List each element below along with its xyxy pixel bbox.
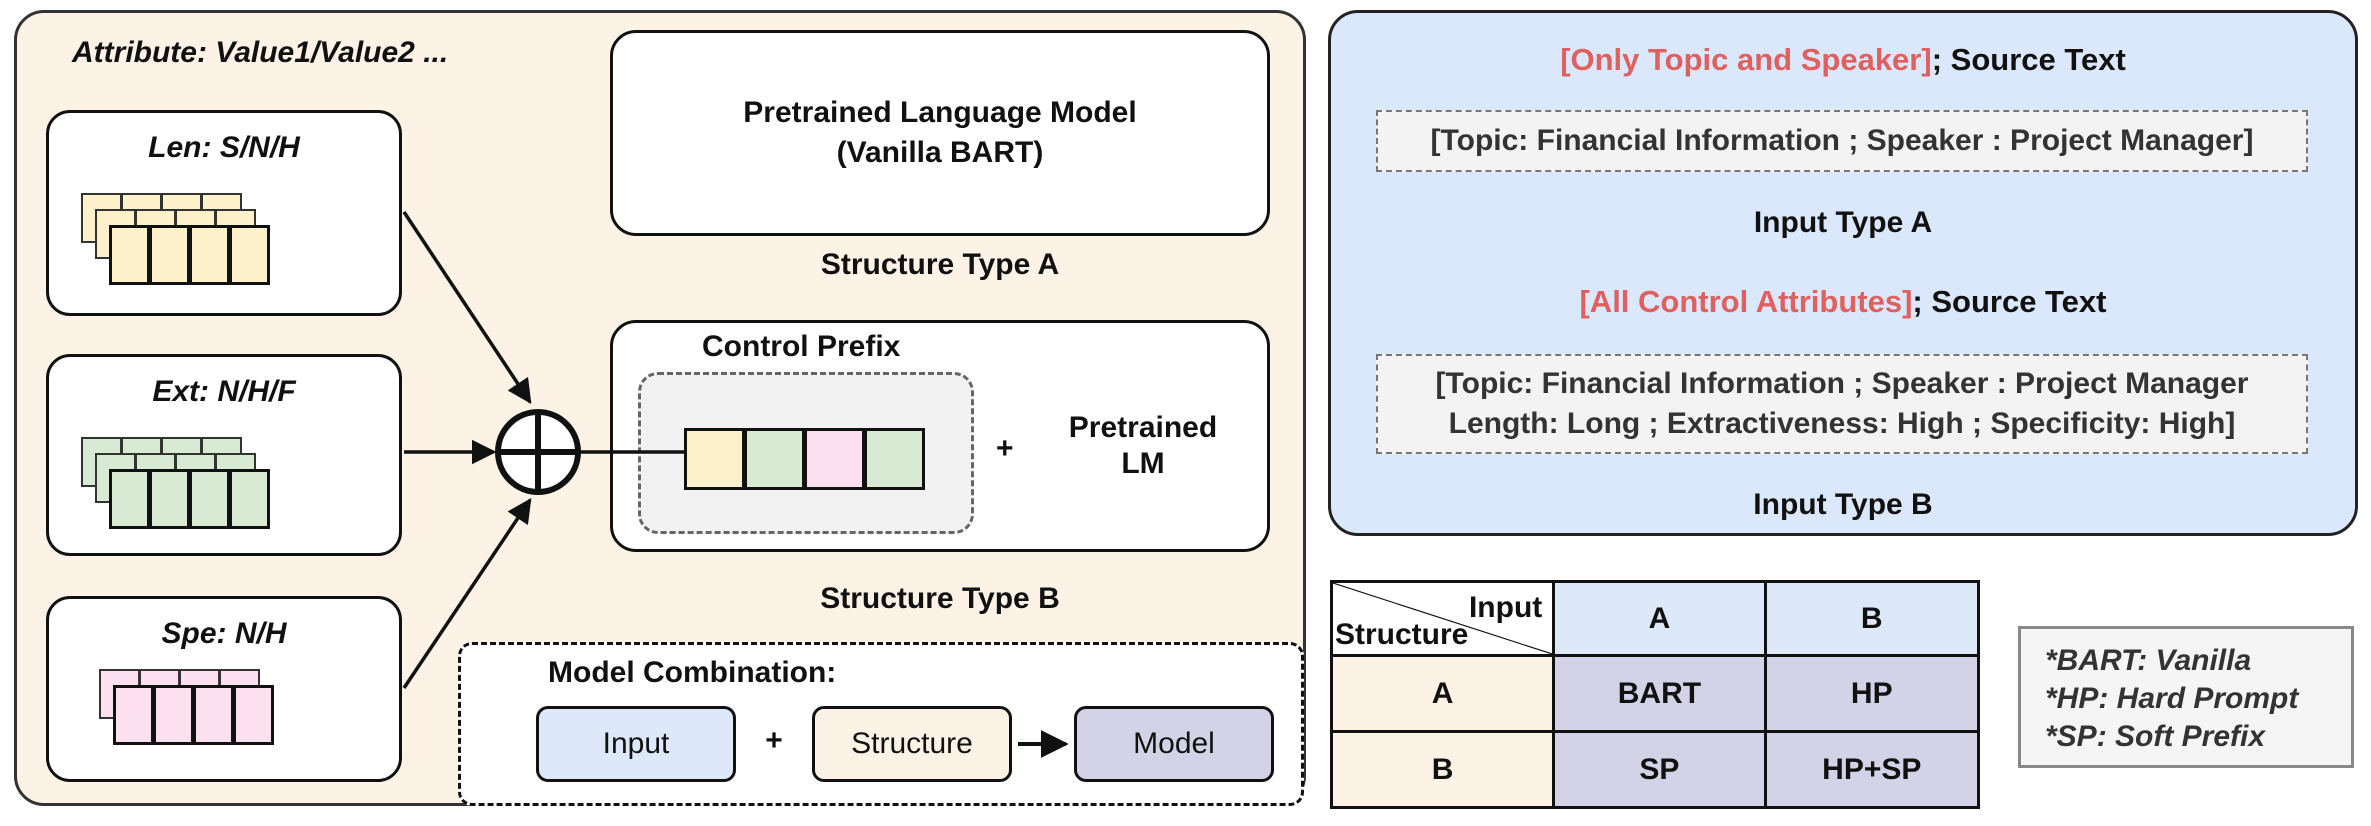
control-prefix-embedding [684,428,926,490]
plm-a-line1: Pretrained Language Model [743,96,1137,129]
input-a-heading: [Only Topic and Speaker]; Source Text [1328,42,2358,78]
embedding-cell [233,685,274,745]
embedding-cell [109,225,150,285]
table-cell: BART [1552,654,1767,733]
model-combination-table: Input Structure A B A BART HP B SP HP+SP [1329,580,1981,809]
specificity-embedding-stack [49,599,399,779]
table-row: A BART HP [1329,654,1981,733]
input-a-example: [Topic: Financial Information ; Speaker … [1376,110,2308,172]
control-prefix-label: Control Prefix [702,330,901,363]
plm-a-line2: (Vanilla BART) [836,136,1044,169]
attribute-header: Attribute: Value1/Value2 ... [72,36,449,69]
structure-type-a-label: Structure Type A [820,248,1060,281]
legend-item: *HP: Hard Prompt [2045,682,2299,715]
embedding-cell [189,225,230,285]
length-embedding-stack [49,113,399,313]
input-a-heading-highlight: [Only Topic and Speaker] [1560,42,1932,77]
input-b-example-line1: [Topic: Financial Information ; Speaker … [1435,367,2249,400]
attribute-box-specificity: Spe: N/H [46,596,402,782]
plm-b-line1: Pretrained [1068,411,1218,444]
table-corner-cell: Input Structure [1329,580,1556,657]
combination-plus: + [765,724,783,757]
legend-item: *SP: Soft Prefix [2045,720,2266,753]
attribute-label-specificity: Spe: N/H [161,617,287,650]
plus-sign-b: + [996,432,1014,465]
embedding-cell [149,225,190,285]
embedding-cell [149,469,190,529]
corner-input-label: Input [1468,591,1543,624]
structure-type-b-label: Structure Type B [820,582,1060,615]
prefix-cell [864,428,925,490]
extractiveness-embedding-stack [49,357,399,553]
table-header-row: Input Structure A B [1329,580,1981,657]
input-b-heading: [All Control Attributes]; Source Text [1328,284,2358,320]
model-legend-chip: Model [1074,706,1274,782]
embedding-cell [193,685,234,745]
input-type-a-label: Input Type A [1753,206,1933,239]
embedding-cell [109,469,150,529]
plm-b-line2: LM [1121,447,1165,480]
abbreviation-legend: *BART: Vanilla *HP: Hard Prompt *SP: Sof… [2018,626,2354,768]
embedding-cell [229,225,270,285]
attribute-box-length: Len: S/N/H [46,110,402,316]
table-cell: HP+SP [1763,730,1981,809]
attribute-label-extractiveness: Ext: N/H/F [152,375,296,408]
prefix-cell [744,428,805,490]
input-b-heading-highlight: [All Control Attributes] [1579,284,1913,319]
prefix-cell [804,428,865,490]
input-b-example-line2: Length: Long ; Extractiveness: High ; Sp… [1448,407,2236,440]
input-b-heading-rest: ; Source Text [1912,284,2107,319]
embedding-cell [229,469,270,529]
table-row-label: B [1329,730,1556,809]
model-combination-title: Model Combination: [548,656,837,689]
corner-diagonal [1333,583,1553,654]
table-row: B SP HP+SP [1329,730,1981,809]
embedding-cell [113,685,154,745]
prefix-cell [684,428,745,490]
structure-legend-chip: Structure [812,706,1012,782]
input-type-panel [1328,10,2358,536]
attribute-label-length: Len: S/N/H [148,131,300,164]
table-cell: HP [1763,654,1981,733]
input-legend-chip: Input [536,706,736,782]
input-type-b-label: Input Type B [1753,488,1933,521]
legend-item: *BART: Vanilla [2045,644,2252,677]
pretrained-lm-b: Pretrained LM [1038,410,1248,482]
table-col-header: B [1763,580,1981,657]
corner-structure-label: Structure [1335,618,1469,651]
embedding-cell [189,469,230,529]
embedding-cell [153,685,194,745]
input-b-example: [Topic: Financial Information ; Speaker … [1376,354,2308,454]
table-col-header: A [1552,580,1767,657]
table-cell: SP [1552,730,1767,809]
table-row-label: A [1329,654,1556,733]
pretrained-lm-box-a: Pretrained Language Model (Vanilla BART) [610,30,1270,236]
input-a-heading-rest: ; Source Text [1931,42,2126,77]
attribute-box-extractiveness: Ext: N/H/F [46,354,402,556]
